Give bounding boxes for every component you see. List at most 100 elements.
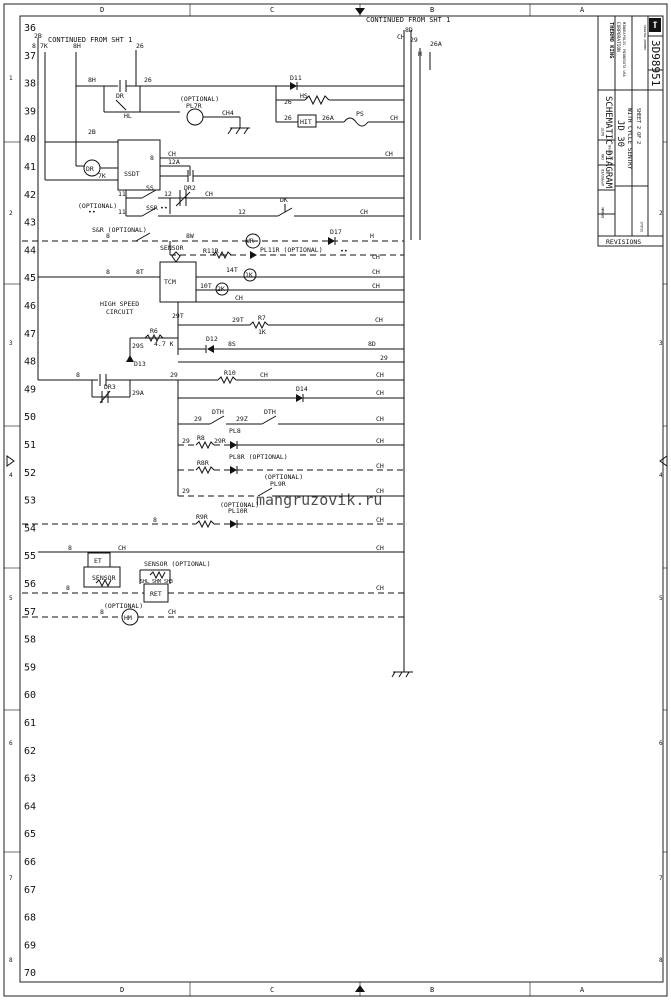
zone-letter: B	[430, 6, 434, 14]
row-number: 44	[24, 245, 36, 256]
component-label: 2K	[217, 285, 225, 293]
wire-label: CH	[376, 584, 384, 592]
zone-ticks	[4, 4, 668, 996]
revisions-label: REVISIONS	[606, 238, 641, 246]
zone-number: 1	[9, 75, 13, 82]
wire-label: CH	[385, 150, 393, 158]
component-label: S&R (OPTIONAL)	[92, 226, 147, 234]
continued-note-left: CONTINUED FROM SHT 1	[48, 36, 132, 44]
row-number: 62	[24, 746, 36, 757]
wire-label: 12A	[168, 158, 180, 166]
wire-label: 8	[66, 584, 70, 592]
wire-label: 29	[182, 437, 190, 445]
optional-note: (OPTIONAL)	[78, 202, 117, 210]
component-label: D14	[296, 385, 308, 393]
wire-label: 26	[144, 76, 152, 84]
wire-label: 10T	[200, 282, 212, 290]
wire-label: 29A	[132, 389, 144, 397]
wire-label: 7K	[98, 172, 106, 180]
row-number: 54	[24, 523, 36, 534]
wiring	[22, 30, 431, 678]
wire-label: CH	[260, 371, 268, 379]
wire-label: 14T	[226, 266, 238, 274]
wire-label: 7K	[40, 42, 48, 50]
component-label: 1K	[245, 271, 253, 279]
zone-number: 2	[659, 210, 663, 217]
wire-label: CH	[376, 389, 384, 397]
wire-label: 29T	[232, 316, 244, 324]
wire-label: 26	[136, 42, 144, 50]
table-label: DRAWN	[601, 207, 605, 218]
component-label: DR3	[104, 383, 116, 391]
component-label: HL	[124, 112, 132, 120]
title-block: T THERMO KING CORPORATION MINNEAPOLIS, M…	[597, 15, 664, 247]
zone-number: 7	[659, 875, 663, 882]
wire-label: CH	[168, 150, 176, 158]
component-label: D12	[206, 335, 218, 343]
zone-letter: C	[270, 986, 274, 994]
wire-label: 12	[238, 208, 246, 216]
wire-label: SH3	[164, 579, 173, 585]
wire-label: CH	[235, 294, 243, 302]
row-number: 60	[24, 690, 36, 701]
row-number: 56	[24, 579, 36, 590]
row-number: 69	[24, 940, 36, 951]
wire-label: 29R	[214, 437, 226, 445]
row-number: 67	[24, 885, 36, 896]
zone-number: 3	[659, 340, 663, 347]
table-label: SCALE	[640, 221, 644, 232]
continued-note-right: CONTINUED FROM SHT 1	[366, 16, 450, 24]
drawing-subtitle: JD 30	[615, 120, 625, 147]
zone-letters-bottom: D C B A	[120, 986, 585, 994]
optional-note: (OPTIONAL)	[180, 95, 219, 103]
wire-label: CH	[168, 608, 176, 616]
wire-label: 8	[153, 516, 157, 524]
wire-label: CH	[372, 282, 380, 290]
row-number: 41	[24, 162, 36, 173]
wire-label: CH	[397, 33, 405, 41]
row-number: 65	[24, 829, 36, 840]
zone-numbers-left: 1 2 3 4 5 6 7 8	[9, 75, 13, 964]
outer-border	[3, 3, 668, 997]
component-label: RET	[150, 590, 162, 598]
watermark: mangruzovik.ru	[256, 491, 382, 509]
wire-label: 12	[164, 190, 172, 198]
wire-label: 26	[284, 114, 292, 122]
row-number: 59	[24, 662, 36, 673]
component-label: D13	[134, 360, 146, 368]
component-label: R6	[150, 327, 158, 335]
row-number: 49	[24, 384, 36, 395]
drawing-subtitle-2: WITH CYCLE SENTRY	[626, 108, 633, 170]
component-label: DTH	[212, 408, 224, 416]
component-label: R7	[258, 314, 266, 322]
row-number: 48	[24, 357, 36, 368]
wire-label: H	[370, 232, 374, 240]
wire-label: 26	[284, 98, 292, 106]
row-number: 70	[24, 968, 36, 979]
drawing-number-caption: DRAWING NUMBER	[643, 25, 647, 50]
zone-letter: A	[580, 6, 585, 14]
zone-number: 3	[9, 340, 13, 347]
wire-label: 11	[118, 208, 126, 216]
wire-label: 29	[170, 371, 178, 379]
table-label: DATE	[601, 128, 605, 136]
wire-label: SHM	[152, 579, 161, 585]
wire-label: 29	[182, 487, 190, 495]
row-number: 55	[24, 551, 36, 562]
wire-label: H	[418, 50, 422, 58]
row-number: 52	[24, 468, 36, 479]
wire-label: 8	[150, 154, 154, 162]
row-number: 64	[24, 801, 36, 812]
wire-label: 8S	[228, 340, 236, 348]
wire-label: 8	[106, 268, 110, 276]
sheet-info: SHEET 2 OF 2	[635, 108, 641, 144]
zone-number: 2	[9, 210, 13, 217]
zone-number: 7	[9, 875, 13, 882]
component-label: HIT	[300, 118, 312, 126]
wire-label: CH	[376, 371, 384, 379]
table-label: CHK	[601, 153, 605, 160]
circuit-label: CIRCUIT	[106, 308, 133, 316]
table-label: 3/18/98	[608, 145, 612, 160]
row-number: 57	[24, 607, 36, 618]
